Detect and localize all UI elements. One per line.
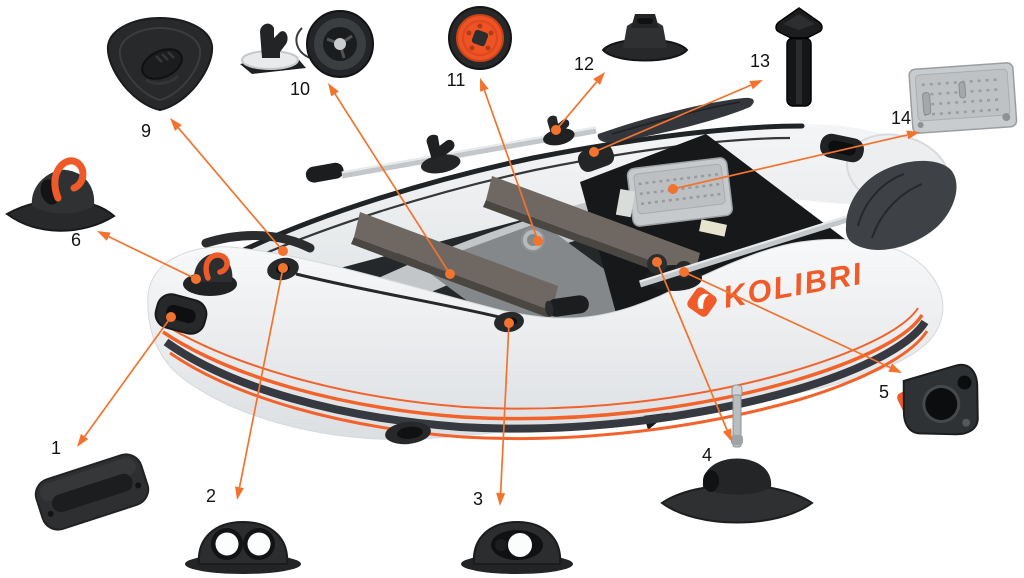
callout-number-label: 2 xyxy=(206,486,216,506)
part-transom-motor-plate xyxy=(908,62,1018,134)
callout-line xyxy=(483,89,539,242)
transom-warning-sticker xyxy=(699,219,727,237)
part-carry-handle xyxy=(34,453,150,531)
callout-line xyxy=(83,316,172,437)
callout-line xyxy=(177,127,284,252)
part-oarlock-pin-mount xyxy=(660,384,814,524)
callout-3-rope-guide: 3 xyxy=(473,318,514,509)
callout-4-oarlock-pin-mount: 4 xyxy=(652,257,732,465)
callout-arrowhead-icon xyxy=(480,78,489,92)
callout-dot xyxy=(445,269,455,279)
callout-line xyxy=(683,271,891,369)
part-oar-holder xyxy=(601,14,689,62)
callout-12-oar-holder: 12 xyxy=(551,54,605,135)
callout-line xyxy=(593,84,752,153)
callout-line xyxy=(555,81,598,131)
callout-arrowhead-icon xyxy=(77,433,89,447)
callout-arrowhead-icon xyxy=(888,363,902,373)
callout-5-oar-clamp: 5 xyxy=(679,267,902,402)
callout-number-label: 14 xyxy=(891,108,911,128)
callout-dot xyxy=(668,184,678,194)
callout-dot xyxy=(191,274,201,284)
callout-line xyxy=(656,261,728,431)
callout-13-handle-strip: 13 xyxy=(589,51,770,157)
part-air-valve xyxy=(448,6,512,70)
callout-number-label: 12 xyxy=(574,54,594,74)
oar-clip-mid xyxy=(420,134,461,174)
near-tube xyxy=(147,238,944,440)
callout-arrowhead-icon xyxy=(496,492,506,506)
part-valve-with-bracket xyxy=(240,10,374,78)
callout-line xyxy=(334,93,451,275)
callout-dot xyxy=(589,147,599,157)
transom-sticker xyxy=(615,188,636,218)
part-handle-strip xyxy=(775,7,823,107)
callout-number-label: 11 xyxy=(447,70,466,90)
callout-dot xyxy=(504,318,514,328)
callout-number-label: 1 xyxy=(51,438,61,458)
part-thumbnails xyxy=(5,6,1018,574)
oar-grip xyxy=(305,162,344,183)
callout-number-label: 6 xyxy=(71,230,81,250)
bow-protector-strip xyxy=(201,231,315,253)
tube-cylinder-fitting xyxy=(545,295,589,317)
callout-14-transom-motor-plate: 14 xyxy=(668,108,920,194)
callout-10-valve-with-bracket: 10 xyxy=(290,79,455,279)
callout-line xyxy=(108,235,197,280)
callout-line xyxy=(672,134,908,190)
callout-9-bow-handle-pad: 9 xyxy=(141,118,288,256)
callout-arrowhead-icon xyxy=(170,118,182,131)
callout-line xyxy=(238,267,284,488)
callout-number-label: 3 xyxy=(473,489,483,509)
callout-11-air-valve: 11 xyxy=(447,70,543,246)
near-rope xyxy=(295,272,500,319)
part-bow-handle-pad xyxy=(106,16,214,112)
callout-6-anchor-roller: 6 xyxy=(71,230,201,284)
part-rope-guide xyxy=(461,520,573,574)
callout-dot xyxy=(679,267,689,277)
callout-arrowhead-icon xyxy=(906,130,920,140)
callout-arrowhead-icon xyxy=(235,486,244,500)
callout-arrowhead-icon xyxy=(97,231,111,241)
part-oar-clamp xyxy=(897,363,979,436)
callout-dot xyxy=(551,125,561,135)
part-double-rope-guide xyxy=(185,520,301,574)
callout-line xyxy=(499,322,510,494)
callout-number-label: 9 xyxy=(141,121,151,141)
callout-dot xyxy=(278,263,288,273)
transom-corner-cap xyxy=(577,144,615,172)
motor-mount-plate xyxy=(626,157,733,227)
bow-carry-handle xyxy=(154,293,208,335)
boat-illustration: KOLIBRI xyxy=(147,97,957,445)
callout-number-label: 10 xyxy=(290,79,310,99)
callout-arrowhead-icon xyxy=(593,72,605,85)
far-rub-strake xyxy=(241,123,805,253)
near-oar xyxy=(638,160,957,288)
far-rope xyxy=(251,136,791,261)
callout-arrowhead-icon xyxy=(722,428,732,442)
bench-seat-rear xyxy=(483,176,700,284)
callout-number-label: 4 xyxy=(702,445,712,465)
callout-number-label: 5 xyxy=(879,382,889,402)
hull-stripes xyxy=(159,307,929,441)
callout-dot xyxy=(652,257,662,267)
callout-arrowhead-icon xyxy=(749,80,763,90)
part-anchor-roller xyxy=(5,157,116,232)
callout-dot xyxy=(166,312,176,322)
near-oar-blade xyxy=(845,160,957,250)
oar-blade xyxy=(597,97,754,143)
callout-dot xyxy=(533,236,543,246)
callout-arrowhead-icon xyxy=(328,83,339,97)
callout-dot xyxy=(278,246,288,256)
callout-number-label: 13 xyxy=(750,51,770,71)
callout-1-carry-handle: 1 xyxy=(51,312,176,458)
drain-valve xyxy=(385,421,431,445)
stern-grab-handle xyxy=(820,133,864,163)
callout-2-double-rope-guide: 2 xyxy=(206,263,288,506)
